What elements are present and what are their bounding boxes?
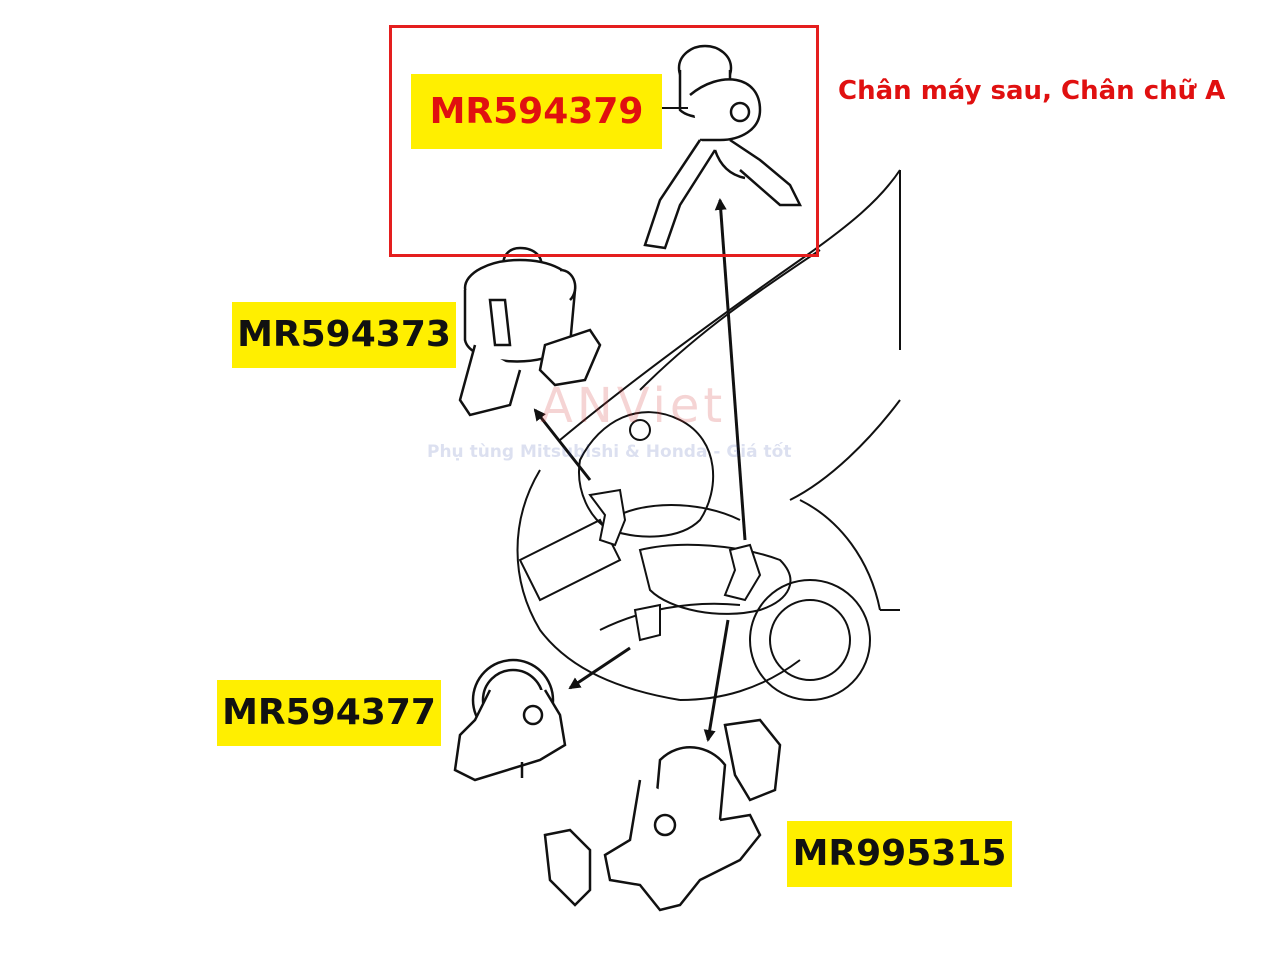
arrow-to-lower-left-mount [568,646,631,690]
arrow-to-upper-left-mount [533,408,592,481]
top-mount-drawing [643,44,803,250]
watermark-tagline-text: Phụ tùng Mitsubishi & Honda - Giá tốt [427,442,792,462]
engine-side-brackets [588,488,762,642]
upper-left-mount-drawing [458,246,602,417]
engine-block [578,411,792,631]
lower-left-mount-drawing [453,658,567,782]
part-label-mr995315: MR995315 [787,821,1012,887]
car-body-outline [516,169,901,701]
caption-text: Chân máy sau, Chân chữ A [838,76,1226,106]
arrow-to-bottom-right-mount [703,619,730,742]
part-label-mr594373: MR594373 [232,302,456,368]
part-label-mr594377: MR594377 [217,680,441,746]
bottom-right-mount-drawing [543,718,782,912]
highlight-box [389,25,819,257]
part-label-mr594379: MR594379 [411,74,662,149]
watermark-brand-text: ANViet [540,378,727,434]
